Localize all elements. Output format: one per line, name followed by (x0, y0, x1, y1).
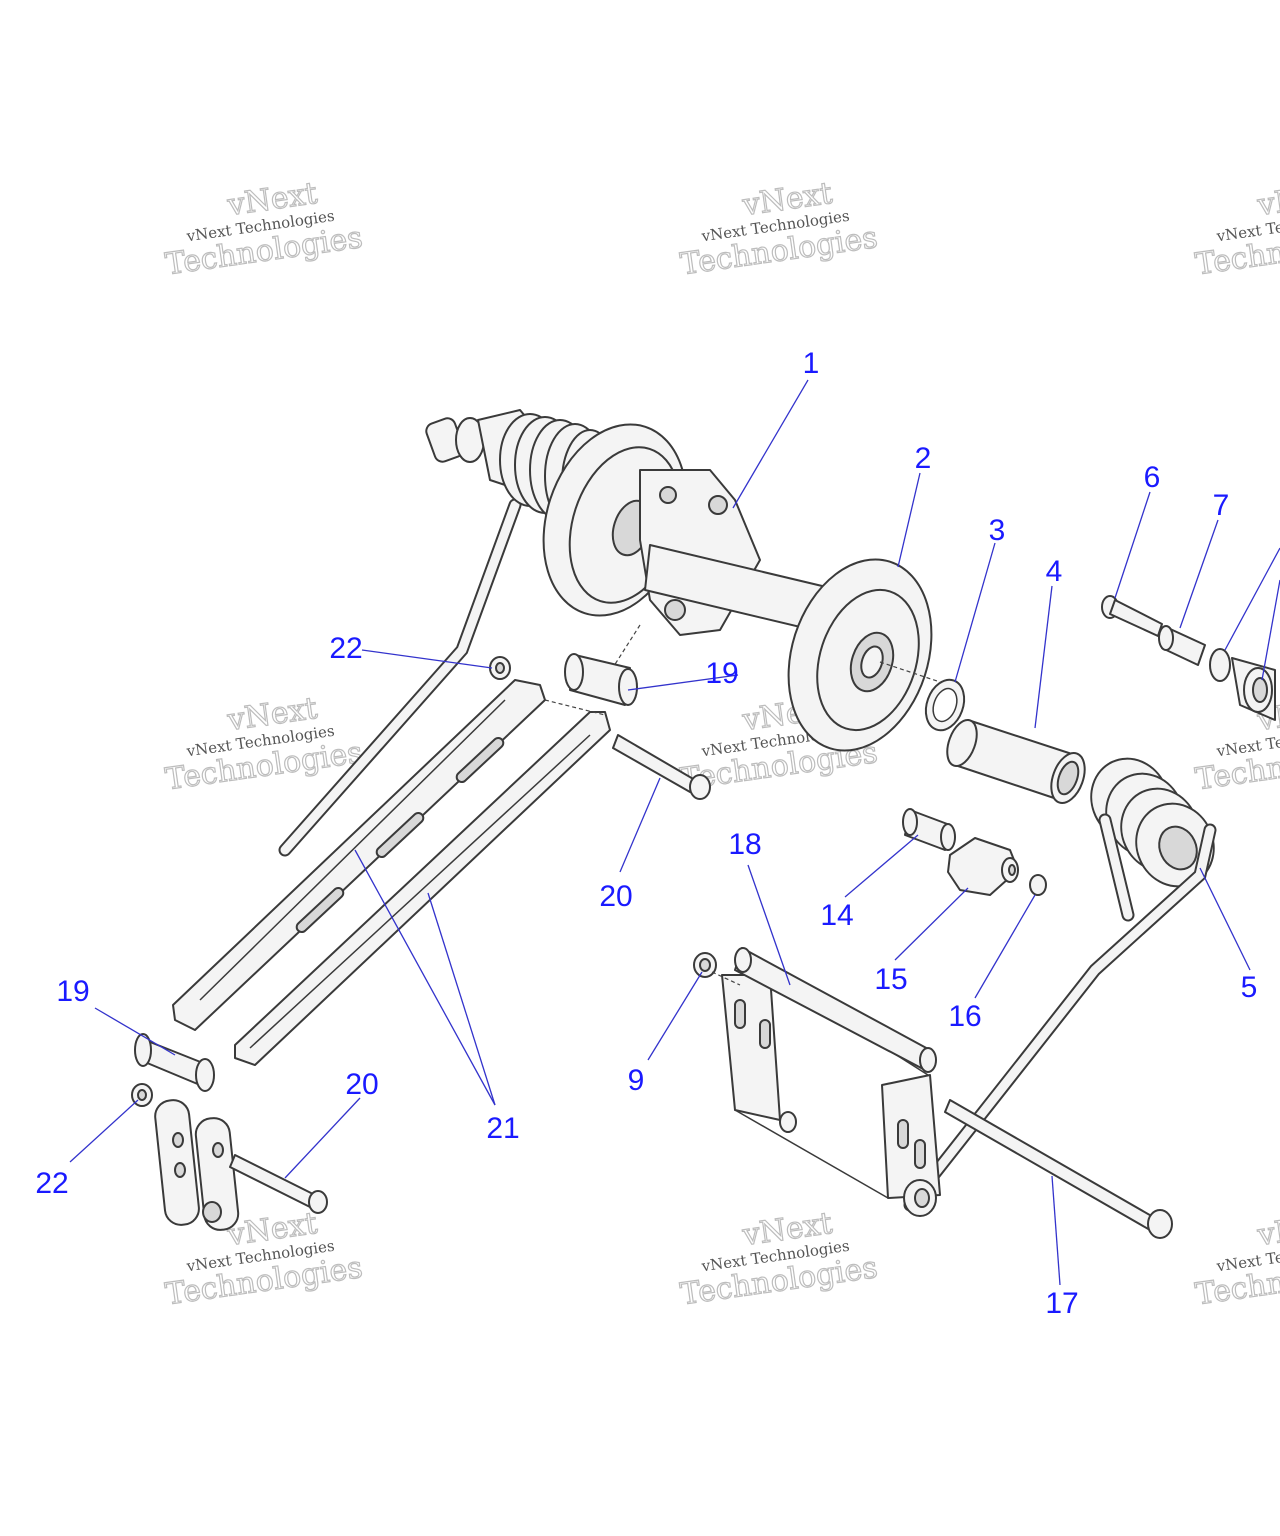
callout-16: 16 (948, 1000, 981, 1033)
callout-19-bottom: 19 (56, 975, 89, 1008)
callout-5: 5 (1241, 971, 1258, 1004)
part-link-plates (154, 1099, 240, 1231)
callout-6: 6 (1144, 461, 1161, 494)
part-bushing (902, 808, 956, 851)
callout-14: 14 (820, 899, 853, 932)
callout-21: 21 (486, 1112, 519, 1145)
callout-7: 7 (1213, 489, 1230, 522)
callout-22-top: 22 (329, 632, 362, 665)
part-sleeve-small-bottom (134, 1033, 215, 1092)
part-rear-bracket (693, 947, 941, 1217)
part-washer (924, 678, 966, 732)
watermark-group: vNext vNext Technologies Technologies vN… (163, 175, 1280, 1313)
callout-3: 3 (989, 514, 1006, 547)
callout-9: 9 (628, 1064, 645, 1097)
part-sleeve (946, 719, 1086, 804)
callout-15: 15 (874, 963, 907, 996)
leader-lines (69, 379, 1280, 1286)
part-torsion-spring (903, 757, 1217, 1212)
callout-17: 17 (1045, 1287, 1078, 1320)
callout-4: 4 (1046, 555, 1063, 588)
callout-labels: 1 2 3 4 5 6 7 9 14 15 16 17 18 19 19 20 … (35, 347, 1257, 1320)
part-sleeve-small-top (564, 653, 638, 706)
part-bolt-bottom (229, 1154, 328, 1214)
part-long-bolt (944, 1099, 1173, 1239)
part-bolt-small-top (612, 734, 711, 800)
watermark-text: vNext (1255, 176, 1280, 223)
callout-20-top: 20 (599, 880, 632, 913)
part-axle-assembly (278, 409, 933, 857)
callout-22-bottom: 22 (35, 1167, 68, 1200)
callout-2: 2 (915, 442, 932, 475)
watermark-text: vNext (1255, 1206, 1280, 1253)
callout-19-top: 19 (705, 657, 738, 690)
callout-1: 1 (803, 347, 820, 380)
part-slide-arms (172, 679, 611, 1066)
part-bearing-housing (947, 837, 1019, 896)
part-nut-top (489, 656, 511, 680)
part-bolt-spacer-right (1101, 595, 1276, 721)
callout-20-bottom: 20 (345, 1068, 378, 1101)
part-ring (1029, 874, 1047, 896)
callout-18: 18 (728, 828, 761, 861)
